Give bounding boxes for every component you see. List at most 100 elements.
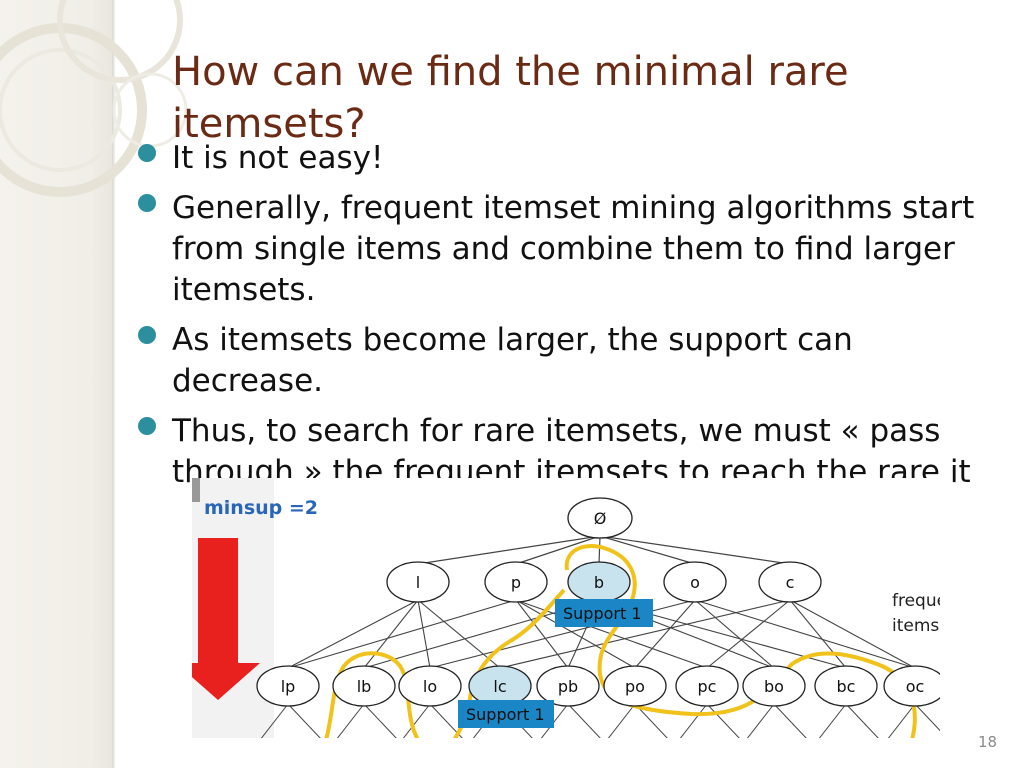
lattice-edge	[679, 703, 708, 738]
itemset-node-label: pc	[698, 677, 717, 696]
lattice-edge	[402, 703, 431, 738]
rare-itemset-outline	[564, 544, 917, 738]
support-box-label: Support 1	[563, 604, 642, 623]
lattice-edge	[515, 599, 569, 669]
itemset-node-label: b	[594, 573, 604, 592]
lattice-edge	[598, 535, 601, 565]
itemset-node-label: p	[511, 573, 521, 592]
itemset-node-label: c	[786, 573, 795, 592]
bullet-dot-icon	[138, 144, 156, 162]
itemset-node-label: Ø	[594, 509, 607, 528]
itemset-node-label: po	[625, 677, 645, 696]
itemset-node: pc	[675, 665, 739, 707]
lattice-edge	[694, 599, 775, 669]
itemset-node-shape	[814, 665, 878, 707]
itemset-node-label: lp	[281, 677, 296, 696]
lattice-edge	[287, 703, 321, 738]
lattice-edge	[634, 703, 668, 738]
itemset-node-label: l	[416, 573, 420, 592]
bullet-dot-icon	[138, 417, 156, 435]
panel-marker	[192, 478, 200, 502]
itemset-node: bc	[814, 665, 878, 707]
itemset-node-shape	[484, 561, 548, 603]
lattice-edge	[706, 599, 791, 669]
lattice-edge	[515, 599, 636, 669]
lattice-edge	[599, 535, 791, 565]
itemset-node-shape	[398, 665, 462, 707]
lattice-edge	[417, 599, 431, 669]
lattice-edge	[567, 703, 601, 738]
itemset-node-label: lb	[357, 677, 372, 696]
lattice-edge	[363, 703, 397, 738]
lattice-edge	[363, 599, 419, 669]
lattice-edge	[417, 599, 501, 669]
itemset-node: po	[603, 665, 667, 707]
itemset-node: Ø	[567, 497, 633, 539]
lattice-edge	[515, 535, 601, 565]
bullet-item: It is not easy!	[138, 138, 1008, 179]
itemset-node-shape	[256, 665, 320, 707]
itemset-node-shape	[883, 665, 940, 707]
itemset-node-shape	[536, 665, 600, 707]
sidebar-divider	[112, 0, 115, 768]
itemset-node: lp	[256, 665, 320, 707]
itemset-node-shape	[386, 561, 450, 603]
itemset-node-shape	[742, 665, 806, 707]
lattice-edge	[706, 703, 740, 738]
itemset-node-label: oc	[906, 677, 925, 696]
lattice-edge	[773, 703, 807, 738]
lattice-edge	[499, 599, 791, 669]
rare-itemset-outline	[324, 651, 420, 738]
itemset-node: c	[758, 561, 822, 603]
itemset-node: lb	[332, 665, 396, 707]
page-number: 18	[978, 733, 998, 751]
bullet-item: As itemsets become larger, the support c…	[138, 320, 1008, 402]
support-box-label: Support 1	[466, 705, 545, 724]
itemset-node: b	[567, 561, 631, 603]
itemset-node-label: bc	[837, 677, 856, 696]
lattice-edge	[914, 703, 940, 732]
lattice-edge	[287, 599, 419, 669]
lattice-edge	[260, 703, 289, 738]
frequent-label: frequent	[892, 591, 940, 611]
itemset-node: l	[386, 561, 450, 603]
lattice-edge	[599, 535, 696, 565]
itemset-node: bo	[742, 665, 806, 707]
lattice-edge	[417, 535, 601, 565]
itemset-node: oc	[883, 665, 940, 707]
slide-sidebar	[0, 0, 113, 768]
bullet-dot-icon	[138, 326, 156, 344]
bullet-text: As itemsets become larger, the support c…	[172, 322, 853, 399]
itemset-node-shape	[758, 561, 822, 603]
down-arrow-icon	[192, 538, 260, 700]
itemset-node: p	[484, 561, 548, 603]
itemset-node-shape	[567, 497, 633, 539]
decorative-rings	[0, 0, 188, 197]
lattice-edge	[789, 599, 916, 669]
itemset-node: o	[663, 561, 727, 603]
bullet-dot-icon	[138, 194, 156, 212]
lattice-edge	[818, 703, 847, 738]
lattice-edge	[607, 703, 636, 738]
bullet-text: It is not easy!	[172, 140, 384, 176]
lattice-edge	[789, 599, 847, 669]
itemset-node-label: pb	[558, 677, 578, 696]
itemset-node-label: lc	[493, 677, 506, 696]
itemset-node-shape	[663, 561, 727, 603]
slide-title: How can we find the minimal rare itemset…	[172, 49, 849, 147]
itemset-node: pb	[536, 665, 600, 707]
lattice-edge	[845, 703, 879, 738]
lattice-edge	[287, 599, 517, 669]
support-box-bg	[555, 599, 653, 627]
minsup-label: minsup =2	[204, 497, 318, 519]
lattice-edge	[694, 599, 916, 669]
lattice-edge	[336, 703, 365, 738]
itemset-node-shape	[332, 665, 396, 707]
itemset-node: lo	[398, 665, 462, 707]
support-box-bg	[458, 700, 554, 728]
itemset-node-label: bo	[764, 677, 784, 696]
bullet-item: Generally, frequent itemset mining algor…	[138, 188, 1008, 311]
